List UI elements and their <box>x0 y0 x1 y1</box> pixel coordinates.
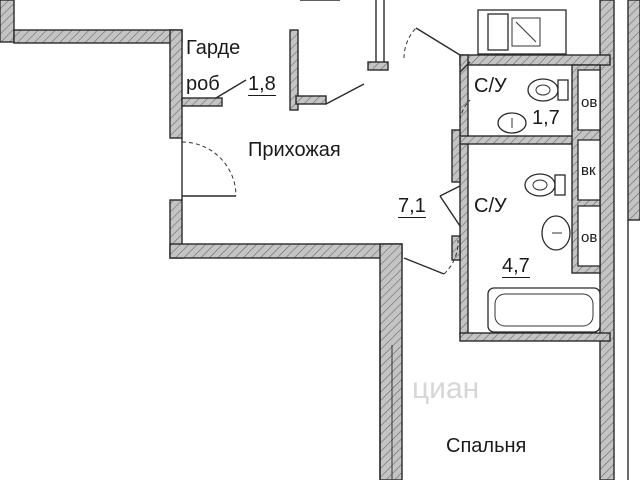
wall-wardrobe-right <box>289 29 299 111</box>
hall-area: 7,1 <box>398 195 426 218</box>
wc1-area: 1,7 <box>532 107 560 129</box>
wall-wardrobe-left <box>169 29 183 139</box>
wall-hall-bottom <box>169 243 403 259</box>
door-wc2-leaf <box>439 185 461 197</box>
hall-label: Прихожая <box>248 139 341 161</box>
door-bedroom-swing <box>443 239 459 275</box>
door-wc2-leaf-2 <box>439 195 461 227</box>
door-bedroom-leaf <box>403 257 445 275</box>
bathtub-inner <box>494 293 594 327</box>
bathtub <box>487 287 601 333</box>
partition-top-stub <box>367 61 389 71</box>
door-top-swing <box>403 27 417 59</box>
wc1-label: С/У <box>474 75 507 97</box>
sink-line <box>515 21 537 43</box>
door-wardrobe-leaf-2 <box>325 83 365 105</box>
wardrobe-area: 1,8 <box>248 73 276 96</box>
toilet-1 <box>527 78 559 102</box>
bedroom-label: Спальня <box>446 435 527 457</box>
door-wc1-leaf <box>459 61 471 73</box>
sink-bowl <box>511 17 541 47</box>
wall-left-top <box>0 0 15 43</box>
wall-bath-bottom <box>459 332 611 342</box>
toilet-1-tank <box>557 79 569 101</box>
wall-top-left <box>13 29 183 44</box>
wall-bath-left <box>459 54 469 338</box>
wardrobe-label-line1: Гарде <box>186 37 241 59</box>
shaft-label-1: ов <box>581 94 598 111</box>
door-wardrobe-leaf-1 <box>215 79 247 99</box>
door-wc1-swing <box>459 99 471 121</box>
wall-bath-divider <box>459 135 581 145</box>
shaft-label-3: ов <box>581 229 598 246</box>
wall-bedroom-left <box>379 243 403 480</box>
shaft-box-2 <box>577 139 601 201</box>
door-top-leaf <box>415 27 461 56</box>
stove <box>487 13 509 51</box>
wardrobe-label-line2: роб <box>186 73 220 95</box>
wall-right-exterior <box>599 0 615 480</box>
wall-wardrobe-bottom-left <box>181 97 223 107</box>
watermark-logo: циан <box>412 372 480 405</box>
wall-hall-right-upper <box>451 129 461 183</box>
toilet-2-tank <box>554 174 566 196</box>
toilet-2-inner <box>532 179 548 191</box>
shaft-box-1 <box>577 69 601 131</box>
toilet-2 <box>524 173 556 197</box>
door-left-swing <box>181 141 237 197</box>
shaft-label-2: вк <box>581 162 596 179</box>
wall-bath-top <box>459 54 611 66</box>
wc2-label: С/У <box>474 195 507 217</box>
wall-right-outer <box>627 0 640 221</box>
wall-wardrobe-bottom-right <box>295 95 327 105</box>
wall-hall-right-lower <box>451 235 461 261</box>
shaft-box-3 <box>577 205 601 267</box>
toilet-1-inner <box>535 84 551 96</box>
wc2-area: 4,7 <box>502 255 530 278</box>
